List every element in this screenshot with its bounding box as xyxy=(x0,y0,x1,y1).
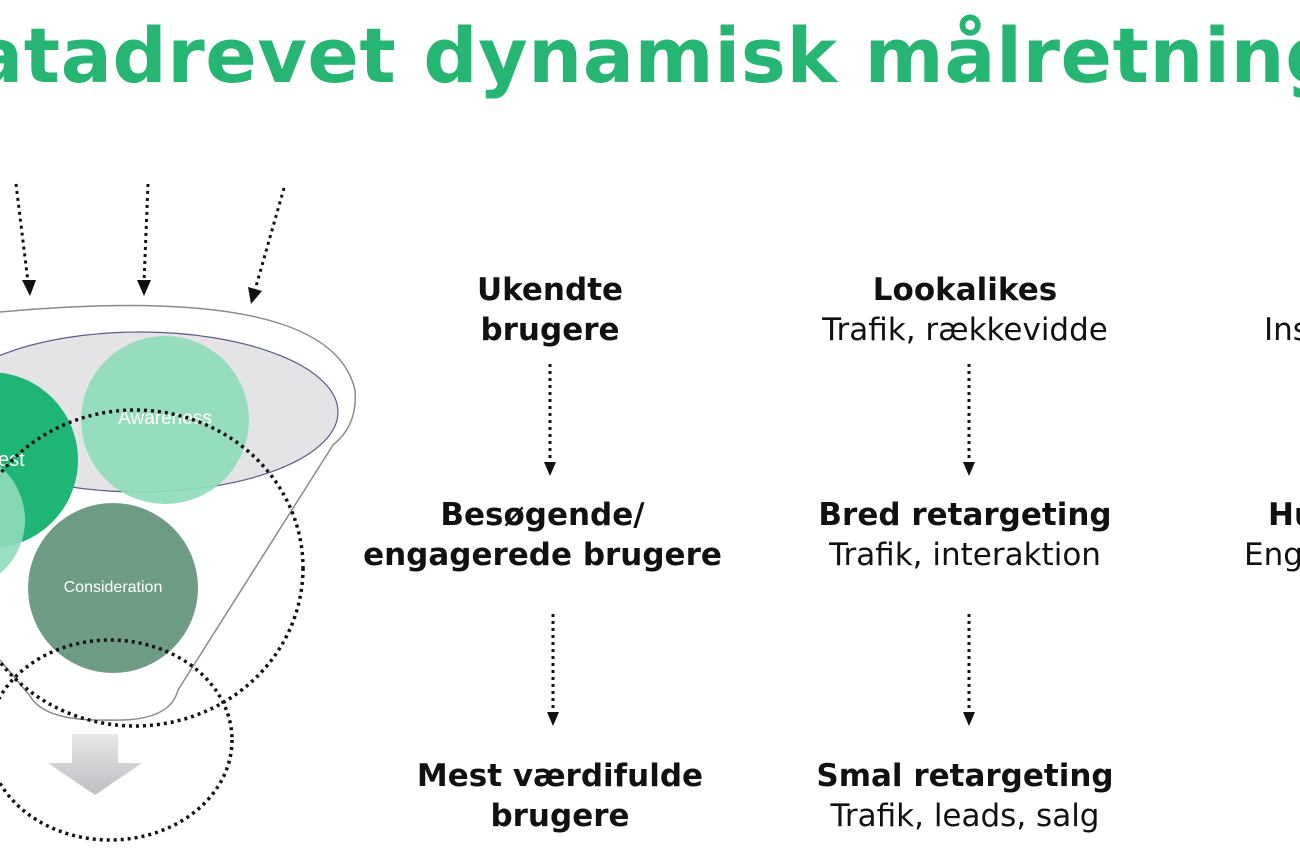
incoming-arrows xyxy=(14,183,286,291)
dotted-ellipse-middle xyxy=(0,408,305,728)
arrow-head xyxy=(248,287,262,304)
funnel-diagram: Awareness est Consideration xyxy=(0,183,357,842)
page-title: atadrevet dynamisk målretning xyxy=(0,11,1300,100)
targeting-narrow-label: Smal retargeting xyxy=(816,758,1114,794)
partial-column-middle: Hu Eng xyxy=(1244,495,1300,575)
partial-column-top: Ins xyxy=(1264,310,1300,350)
arrow-head xyxy=(22,280,36,296)
segment-unknown-users: Ukendte brugere xyxy=(400,270,700,350)
awareness-circle xyxy=(81,336,249,504)
arrow-down-icon xyxy=(547,614,559,726)
lower-circle-fragment xyxy=(0,466,25,574)
funnel-output-arrow xyxy=(48,734,142,795)
arrow-down-icon xyxy=(963,614,975,726)
segment-engaged-users: Besøgende/ engagerede brugere xyxy=(340,495,745,575)
partial-top-text: Ins xyxy=(1264,312,1300,348)
targeting-broad-goal: Trafik, interaktion xyxy=(829,537,1101,573)
segment-most-valuable-line1: Mest værdifulde xyxy=(416,758,704,794)
segment-unknown-line1: Ukendte xyxy=(476,272,624,308)
targeting-lookalikes-goal: Trafik, rækkevidde xyxy=(822,312,1108,348)
targeting-lookalikes-label: Lookalikes xyxy=(872,272,1058,308)
targeting-broad-label: Bred retargeting xyxy=(818,497,1112,533)
segment-unknown-line2: brugere xyxy=(480,312,620,348)
segment-most-valuable-line2: brugere xyxy=(490,798,630,834)
segment-most-valuable-users: Mest værdifulde brugere xyxy=(390,756,730,836)
consideration-label: Consideration xyxy=(64,579,163,596)
consideration-circle xyxy=(28,503,198,673)
segment-engaged-line2: engagerede brugere xyxy=(363,537,722,573)
targeting-lookalikes: Lookalikes Trafik, rækkevidde xyxy=(790,270,1140,350)
segment-engaged-line1: Besøgende/ xyxy=(440,497,645,533)
funnel-outline xyxy=(0,304,357,721)
arrow-down-icon xyxy=(963,364,975,476)
targeting-narrow-retargeting: Smal retargeting Trafik, leads, salg xyxy=(790,756,1140,836)
partial-middle-label: Hu xyxy=(1268,497,1300,533)
arrow-down-icon xyxy=(544,364,556,476)
dotted-ellipse-bottom xyxy=(0,638,234,842)
targeting-broad-retargeting: Bred retargeting Trafik, interaktion xyxy=(790,495,1140,575)
awareness-label: Awareness xyxy=(118,408,212,429)
targeting-narrow-goal: Trafik, leads, salg xyxy=(830,798,1100,834)
partial-middle-text: Eng xyxy=(1244,537,1300,573)
arrow-head xyxy=(137,280,151,296)
